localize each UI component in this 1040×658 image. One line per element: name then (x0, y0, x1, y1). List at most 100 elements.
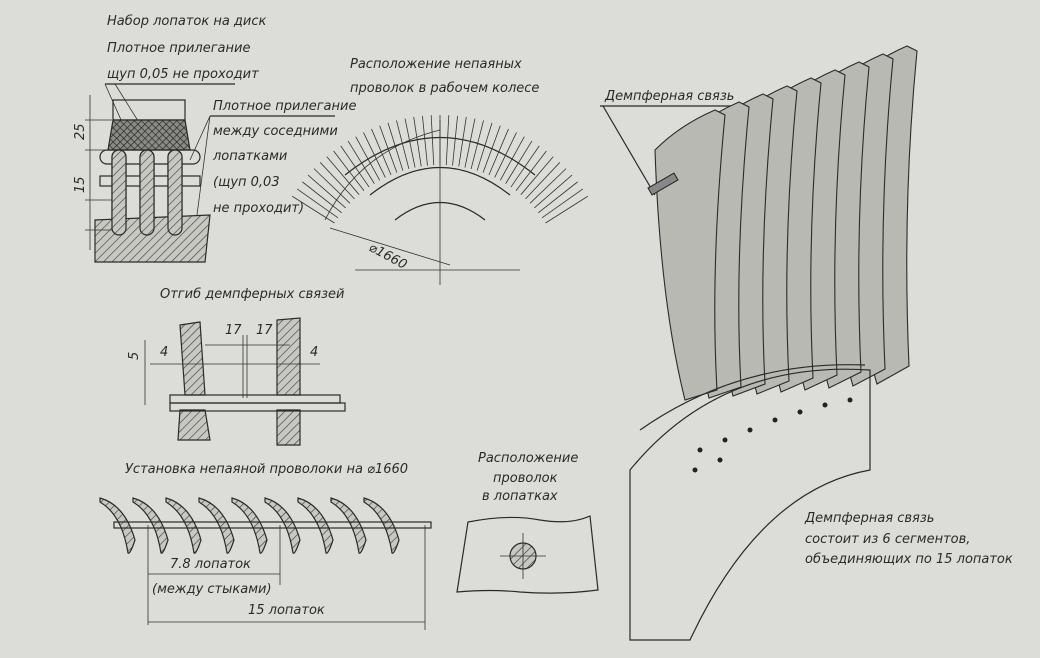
dim-7-8-blades: 7.8 лопаток (170, 557, 251, 572)
blade-profile (297, 497, 334, 554)
disk-holes (692, 397, 853, 473)
disk-hole (772, 417, 778, 423)
damper-note-1: Демпферная связь (804, 511, 934, 526)
blade-tick (510, 145, 540, 188)
blade-profile (198, 497, 235, 554)
disk-hole (747, 427, 753, 433)
damper-note-3: объединяющих по 15 лопаток (805, 552, 1013, 567)
blade-tick (296, 188, 339, 219)
bend-detail-title: Отгиб демпферных связей (160, 287, 344, 302)
fit-note-2-line3: лопатками (212, 149, 287, 164)
blade-tick (520, 156, 554, 195)
disk-hole (847, 397, 853, 403)
blade-profile (264, 497, 301, 554)
wheel-layout-title-1: Расположение непаяных (350, 57, 522, 72)
damper-wire (647, 172, 679, 196)
blade-tick (292, 195, 335, 224)
wheel-layout-section: Расположение непаяных проволок в рабочем… (292, 57, 588, 285)
wheel-blade-ticks (292, 115, 588, 224)
blade-profile (231, 497, 268, 554)
fit-note: Плотное прилегание (107, 41, 250, 56)
disk-hole (717, 457, 723, 463)
disk-hole (697, 447, 703, 453)
blade-tick (458, 116, 467, 167)
disk-hole (822, 402, 828, 408)
disk-hole (797, 409, 803, 415)
blade-tick (505, 140, 533, 184)
blade-tick (538, 181, 578, 214)
blade-tick (333, 150, 365, 191)
dim-17-right: 17 (256, 323, 273, 338)
dim-5: 5 (127, 352, 142, 360)
fit-note-2-line2: между соседними (213, 124, 338, 139)
blade-tick (371, 128, 392, 176)
blade-profile (330, 497, 367, 554)
dim-15-blades: 15 лопаток (248, 603, 325, 618)
damper-blade-view: Демпферная связь Демпферная связь состои… (600, 45, 1013, 641)
blade-tick (476, 122, 493, 171)
blade-tick (396, 120, 410, 170)
blade-tick (363, 132, 386, 178)
wire-install-title: Установка непаяной проволоки на ⌀1660 (125, 462, 408, 477)
damper-label: Демпферная связь (604, 89, 734, 104)
dim-15: 15 (73, 176, 88, 193)
disk-assembly-title: Набор лопаток на диск (107, 14, 267, 29)
fit-note-2-line5: не проходит) (213, 201, 304, 216)
turbine-blade (654, 109, 726, 401)
blade-profile (99, 497, 136, 554)
disk-hole (722, 437, 728, 443)
fit-note-2-line4: (щуп 0,03 (213, 175, 280, 190)
blade-tick (470, 120, 484, 170)
blade-tick (494, 132, 517, 178)
blade-tick (413, 116, 422, 167)
blade-tick (313, 168, 351, 204)
dim-4-right: 4 (310, 345, 318, 360)
disk-assembly-section: Набор лопаток на диск Плотное прилегание… (73, 14, 356, 263)
blade-tick (529, 168, 567, 204)
wheel-layout-title-2: проволок в рабочем колесе (350, 81, 539, 96)
blade-tick (302, 181, 342, 214)
blade-tick (340, 145, 370, 188)
feeler-note: щуп 0,05 не проходит (107, 67, 259, 82)
wire-in-blade-title-1: Расположение (478, 451, 578, 466)
blade-tick (355, 136, 381, 181)
fit-note-2: Плотное прилегание (213, 99, 356, 114)
blade-tick (319, 162, 355, 200)
dim-between-joints: (между стыками) (152, 582, 272, 597)
blade-tick (326, 156, 360, 195)
blade-tick (430, 115, 435, 166)
blade-tick (541, 188, 584, 219)
bend-detail-section: Отгиб демпферных связей 17 17 4 4 5 (127, 287, 346, 446)
blade-tick (499, 136, 525, 181)
damper-note-2: состоит из 6 сегментов, (805, 532, 970, 547)
diameter-label: ⌀1660 (366, 240, 409, 272)
dim-25: 25 (73, 123, 88, 140)
blade-profile (132, 497, 169, 554)
wire-install-section: Установка непаяной проволоки на ⌀1660 7.… (99, 462, 432, 630)
wire-in-blade-title-3: в лопатках (482, 489, 558, 504)
dim-17-left: 17 (225, 323, 242, 338)
blade-tick (464, 118, 476, 168)
blade-row (654, 45, 918, 401)
blade-tick (452, 115, 458, 166)
blade-tick (482, 125, 501, 173)
blade-profile (165, 497, 202, 554)
blade-tick (347, 140, 375, 184)
blade-tick (404, 118, 416, 168)
blade-tick (379, 125, 398, 173)
blade-profile (363, 497, 400, 554)
blade-tick (307, 174, 346, 209)
wire-in-blade-section: Расположение проволок в лопатках (456, 451, 599, 594)
blade-tick (545, 195, 588, 224)
wire-blade-profiles (99, 497, 400, 554)
blade-tick (534, 174, 573, 209)
blade-tick (515, 150, 547, 191)
blade-tick (445, 115, 450, 166)
wire-in-blade-title-2: проволок (493, 471, 558, 486)
blade-tick (422, 115, 428, 166)
blade-tick (525, 162, 561, 200)
disk-hole (692, 467, 698, 473)
blade-tick (488, 128, 509, 176)
